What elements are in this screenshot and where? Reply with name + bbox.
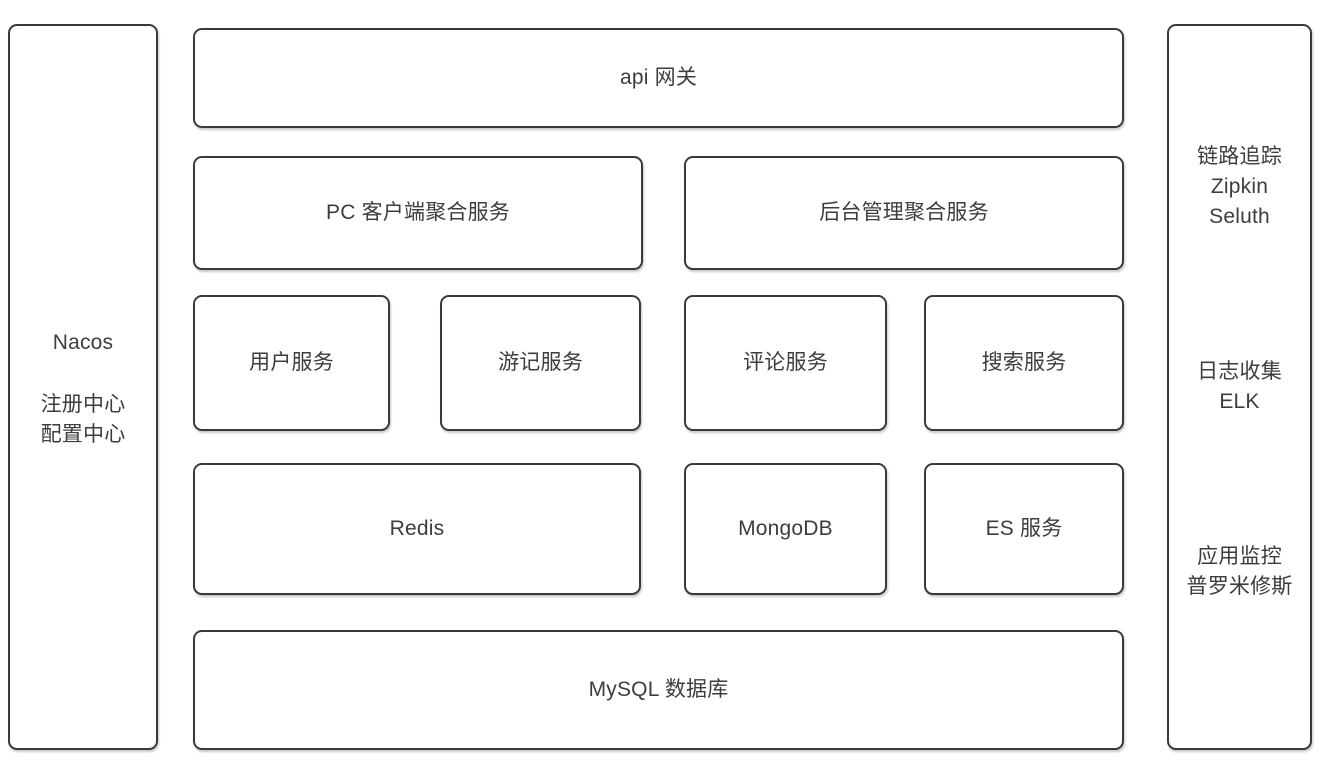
redis-label: Redis [389,516,445,540]
api-gateway-label: api 网关 [619,65,698,89]
mysql-node[interactable]: MySQL 数据库 [193,630,1124,750]
es-service-label: ES 服务 [985,516,1063,540]
api-gateway-node[interactable]: api 网关 [193,28,1124,128]
nacos-title: Nacos [52,331,114,354]
travelnote-service-label: 游记服务 [498,350,583,374]
pc-client-aggregation-node[interactable]: PC 客户端聚合服务 [193,156,643,270]
nacos-roles: 注册中心 配置中心 [40,393,126,446]
es-service-node[interactable]: ES 服务 [924,463,1124,595]
pc-client-aggregation-label: PC 客户端聚合服务 [325,200,510,224]
mongodb-label: MongoDB [738,516,833,540]
comment-service-node[interactable]: 评论服务 [684,295,887,431]
search-service-label: 搜索服务 [981,350,1067,374]
admin-aggregation-node[interactable]: 后台管理聚合服务 [684,156,1124,270]
admin-aggregation-label: 后台管理聚合服务 [819,200,989,224]
logging-group: 日志收集 ELK [1197,360,1282,413]
tracing-group: 链路追踪 Zipkin Seluth [1197,145,1282,228]
monitoring-group: 应用监控 普罗米修斯 [1186,545,1293,598]
redis-node[interactable]: Redis [193,463,641,595]
search-service-node[interactable]: 搜索服务 [924,295,1124,431]
observability-panel[interactable]: 链路追踪 Zipkin Seluth 日志收集 ELK 应用监控 普罗米修斯 [1167,24,1312,750]
nacos-panel[interactable]: Nacos 注册中心 配置中心 [8,24,158,750]
comment-service-label: 评论服务 [743,350,828,374]
travelnote-service-node[interactable]: 游记服务 [440,295,641,431]
mysql-label: MySQL 数据库 [588,677,729,701]
user-service-label: 用户服务 [249,350,334,374]
user-service-node[interactable]: 用户服务 [193,295,390,431]
mongodb-node[interactable]: MongoDB [684,463,887,595]
